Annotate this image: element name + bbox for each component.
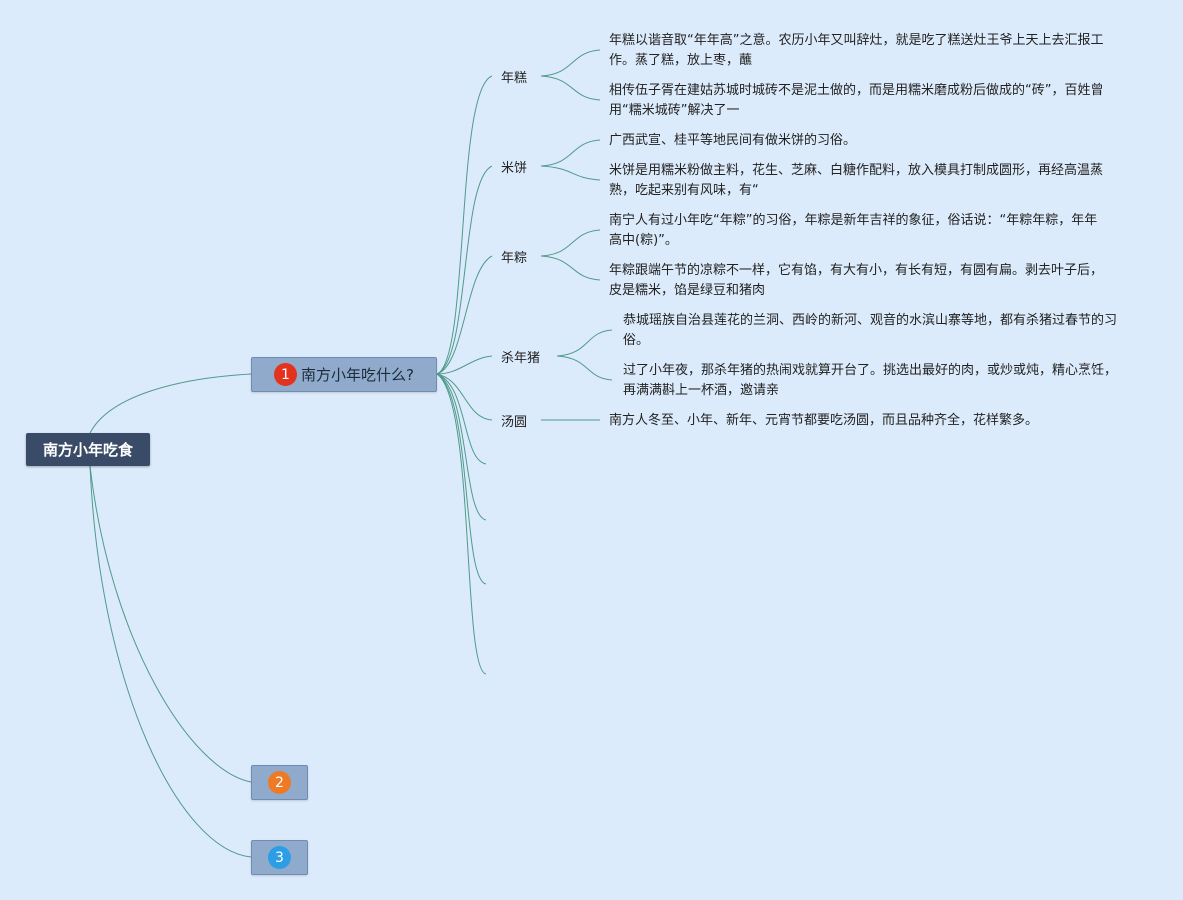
branch-1-title: 南方小年吃什么? [301,366,414,384]
number-3-badge-icon: 3 [268,846,291,869]
topic-shanianzhu[interactable]: 杀年猪 [501,351,541,366]
number-2-badge-icon: 2 [268,771,291,794]
detail-nianzong-2[interactable]: 年粽跟端午节的凉粽不一样，它有馅，有大有小，有长有短，有圆有扁。剥去叶子后，皮是… [609,263,1104,298]
link-shanianzhu-detail-2 [556,355,613,381]
topic-nianzong[interactable]: 年粽 [501,251,528,266]
link-mibing-detail-1 [540,139,601,167]
detail-niangao-2[interactable]: 相传伍子胥在建姑苏城时城砖不是泥土做的，而是用糯米磨成粉后做成的“砖”，百姓曾用… [609,83,1104,118]
link-mibing-detail-2 [540,165,601,181]
link-root-branch-2 [89,465,252,783]
detail-mibing-1[interactable]: 广西武宣、桂平等地民间有做米饼的习俗。 [609,133,857,148]
number-1-badge-icon: 1 [274,363,298,386]
link-topic-tangyuan [436,373,493,421]
link-niangao-detail-1 [540,49,601,77]
detail-nianzong-1[interactable]: 南宁人有过小年吃“年粽”的习俗，年粽是新年吉祥的象征，俗话说：“年粽年粽，年年高… [609,213,1098,248]
link-root-branch-3 [89,465,252,858]
topic-niangao[interactable]: 年糕 [501,71,528,86]
root-node[interactable]: 南方小年吃食 [26,433,150,466]
link-empty-topic-2 [436,373,487,521]
link-topic-niangao [436,75,493,375]
detail-niangao-1[interactable]: 年糕以谐音取“年年高”之意。农历小年又叫辞灶，就是吃了糕送灶王爷上天上去汇报工作… [609,33,1104,68]
branch-node-1[interactable]: 1 南方小年吃什么? [251,357,437,392]
link-empty-topic-3 [436,373,487,585]
link-shanianzhu-detail-1 [556,329,613,357]
root-label: 南方小年吃食 [42,441,133,459]
link-topic-mibing [436,165,493,375]
topic-mibing[interactable]: 米饼 [501,161,528,176]
detail-shanianzhu-2[interactable]: 过了小年夜，那杀年猪的热闹戏就算开台了。挑选出最好的肉，或炒或炖，精心烹饪，再满… [623,363,1118,398]
link-empty-topic-1 [436,373,487,465]
detail-shanianzhu-1[interactable]: 恭城瑶族自治县莲花的兰洞、西岭的新河、观音的水滨山寨等地，都有杀猪过春节的习俗。 [623,313,1118,348]
detail-mibing-2[interactable]: 米饼是用糯米粉做主料，花生、芝麻、白糖作配料，放入模具打制成圆形，再经高温蒸熟，… [609,163,1104,198]
detail-tangyuan-1[interactable]: 南方人冬至、小年、新年、元宵节都要吃汤圆，而且品种齐全，花样繁多。 [609,413,1039,428]
link-topic-shanianzhu [436,355,493,375]
branch-node-2[interactable]: 2 [251,765,308,800]
link-nianzong-detail-2 [540,255,601,281]
topic-tangyuan[interactable]: 汤圆 [501,415,528,430]
link-root-branch-1 [89,373,252,434]
link-nianzong-detail-1 [540,229,601,257]
branch-node-3[interactable]: 3 [251,840,308,875]
link-topic-nianzong [436,255,493,375]
link-niangao-detail-2 [540,75,601,101]
link-empty-topic-4 [436,373,487,675]
